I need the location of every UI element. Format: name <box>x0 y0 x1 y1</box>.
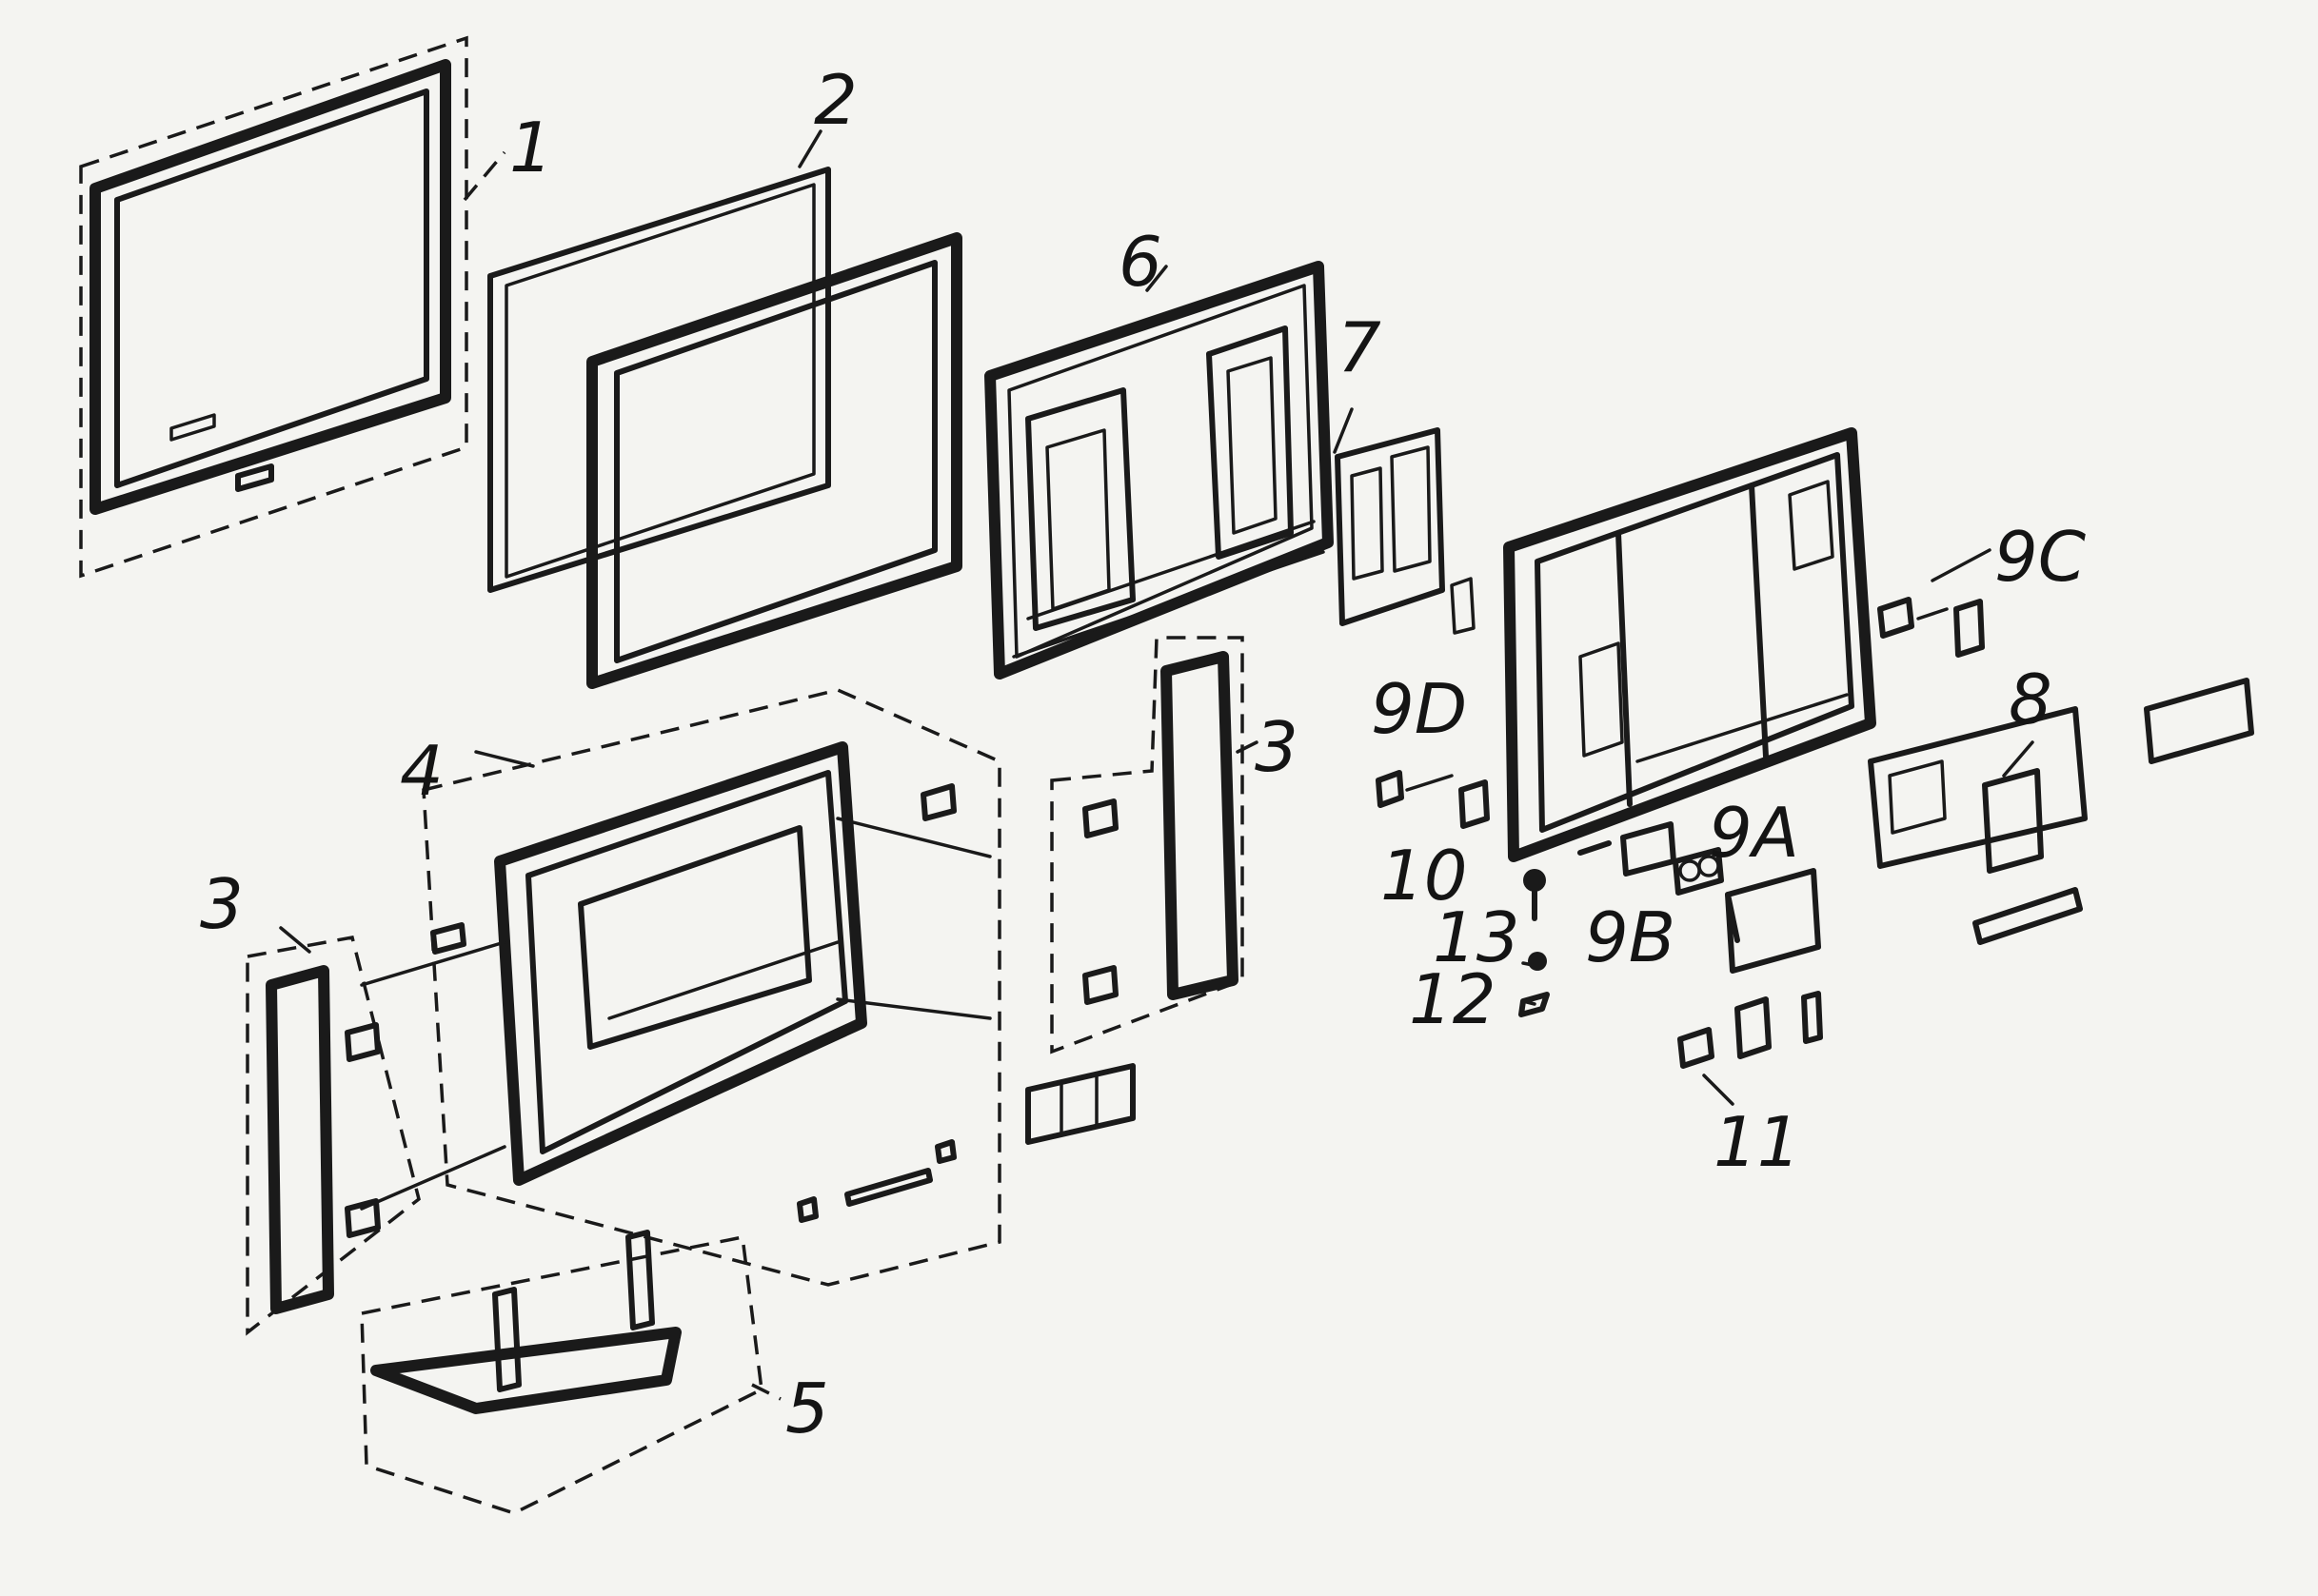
part-1-front-bezel <box>79 35 468 579</box>
label-9d: 9D <box>1371 669 1467 749</box>
part-4-back-cover <box>360 688 1001 1287</box>
label-3-left: 3 <box>200 864 244 944</box>
part-5-stand <box>360 1230 763 1515</box>
label-12: 12 <box>1409 959 1496 1039</box>
part-3-right-side-cover <box>1025 636 1244 1145</box>
part-2-glass-and-frame <box>487 167 962 689</box>
label-5: 5 <box>785 1369 829 1448</box>
part-3-left-side-cover <box>246 935 421 1336</box>
label-13: 13 <box>1433 897 1520 977</box>
part-6-lcd-panel <box>984 261 1334 680</box>
label-9b: 9B <box>1585 897 1675 977</box>
part-labels: 1 2 6 7 9C 3 4 9D 8 10 9A 9B 13 12 3 11 … <box>200 60 2087 1448</box>
rear-housing <box>1503 427 1876 862</box>
label-2: 2 <box>814 60 858 140</box>
part-9c-bracket <box>1877 548 1991 658</box>
label-10: 10 <box>1380 836 1468 916</box>
label-8: 8 <box>2009 660 2052 739</box>
part-8-main-board <box>1868 678 2254 945</box>
label-4: 4 <box>400 731 444 811</box>
label-9a: 9A <box>1709 793 1799 873</box>
part-9d-component <box>1376 770 1490 829</box>
leader-lines <box>279 129 2034 1401</box>
label-3-right: 3 <box>1255 707 1298 787</box>
part-7-circuit-board <box>1335 427 1476 635</box>
label-11: 11 <box>1714 1102 1801 1182</box>
label-6: 6 <box>1119 222 1162 302</box>
label-7: 7 <box>1337 307 1381 387</box>
small-parts-cluster <box>1518 821 1823 1069</box>
label-9c: 9C <box>1994 517 2087 597</box>
label-1: 1 <box>509 108 553 187</box>
